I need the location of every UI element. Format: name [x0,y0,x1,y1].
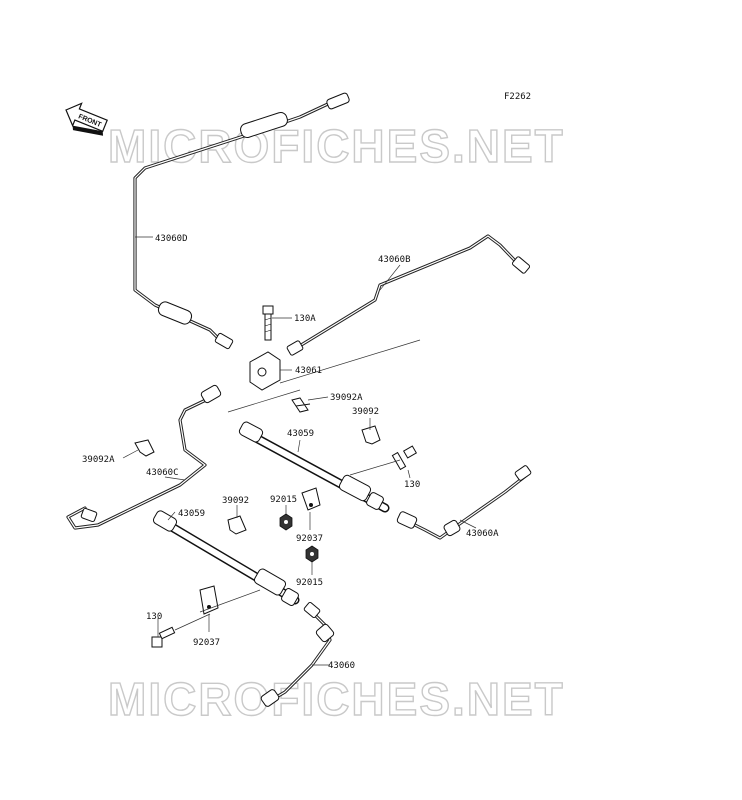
label-130-left: 130 [146,612,162,622]
nut-92015-left-icon [305,545,319,563]
junction-block-43061 [249,351,281,391]
pipe-43060 [260,601,335,707]
nut-92015-right-icon [279,513,293,531]
label-39092A-left: 39092A [82,455,115,465]
figure-code: F2262 [504,92,531,102]
label-43059-left: 43059 [178,509,205,519]
bolt-130A-icon [262,305,274,341]
label-43059-right: 43059 [287,429,314,439]
pipe-43060B [286,234,531,356]
clip-39092A-right-icon [291,397,311,413]
label-92015-lower: 92015 [296,578,323,588]
label-43060D: 43060D [155,234,188,244]
pipe-43060A [396,465,532,540]
bracket-92037-left-icon [199,585,219,615]
label-43060C: 43060C [146,468,179,478]
label-43060B: 43060B [378,255,411,265]
clip-39092-right-icon [361,425,381,445]
label-92015-upper: 92015 [270,495,297,505]
reference-line [349,459,401,476]
label-43061: 43061 [295,366,322,376]
pipe-43060D [133,92,350,350]
label-39092-left: 39092 [222,496,249,506]
reference-line [227,389,301,413]
label-39092-right: 39092 [352,407,379,417]
watermark-bottom: MICROFICHES.NET [108,673,565,725]
pipe-43060C [66,384,222,530]
clip-39092A-left-icon [134,439,155,457]
reference-line [199,589,261,613]
bolt-130-right-icon [391,445,418,471]
label-43060: 43060 [328,661,355,671]
reference-line [174,613,211,631]
clip-39092-left-icon [227,515,247,535]
hose-43059-right [238,421,390,513]
bracket-92037-right-icon [301,487,321,511]
label-43060A: 43060A [466,529,499,539]
label-39092A-right: 39092A [330,393,363,403]
label-92037-upper: 92037 [296,534,323,544]
front-arrow-icon: FRONT [65,102,108,136]
reference-line [279,339,421,384]
hose-43059-left [152,510,300,606]
label-92037-lower: 92037 [193,638,220,648]
label-130A: 130A [294,314,316,324]
label-130-right: 130 [404,480,420,490]
bolt-130-left-icon [151,626,176,648]
watermark-top: MICROFICHES.NET [108,120,565,172]
